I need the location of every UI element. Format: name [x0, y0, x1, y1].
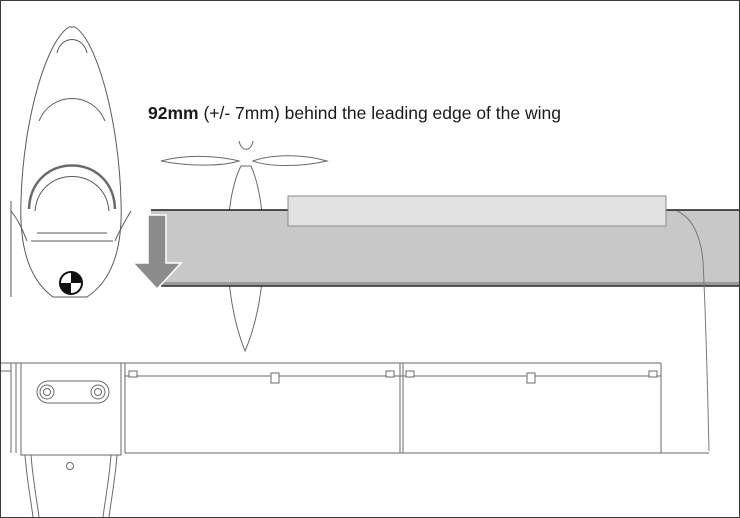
down-arrow-icon: [131, 214, 183, 291]
cg-description: (+/- 7mm) behind the leading edge of the…: [198, 103, 561, 123]
wing-leading-edge: [151, 195, 739, 452]
fuselage-top-view: [10, 26, 132, 298]
center-of-gravity-icon: [59, 271, 83, 295]
cg-caption: 92mm (+/- 7mm) behind the leading edge o…: [148, 103, 561, 124]
fuselage-plan-view: [1, 362, 122, 517]
cg-distance: 92mm: [148, 103, 199, 123]
